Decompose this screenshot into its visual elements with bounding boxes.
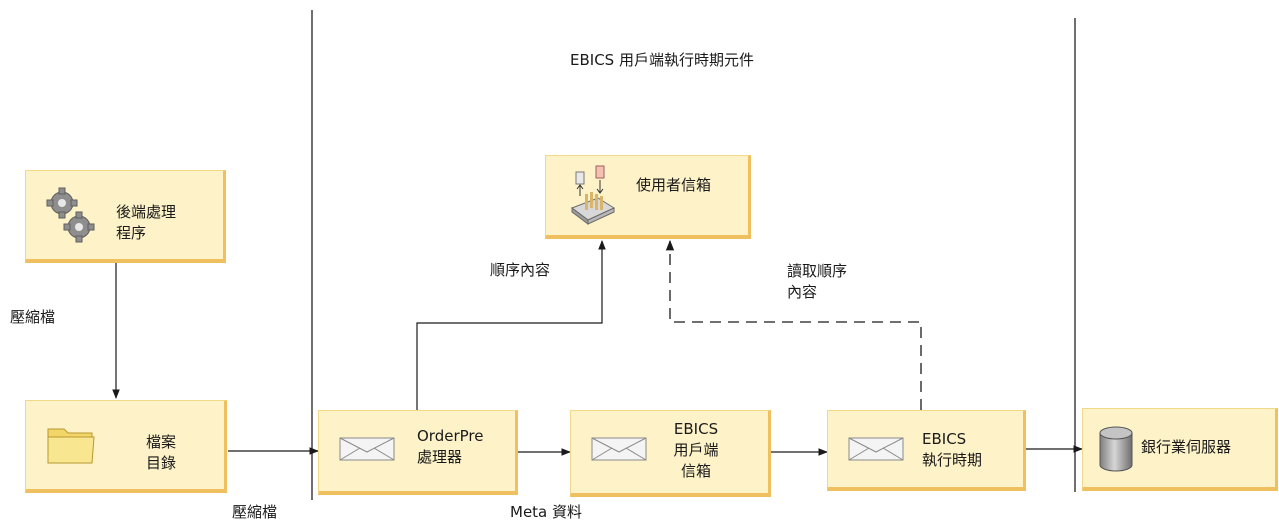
zip-label-vertical: 壓縮檔 bbox=[10, 308, 56, 326]
envelope-icon bbox=[848, 437, 904, 461]
file-directory-label: 檔案 目錄 bbox=[136, 432, 186, 474]
zip-label-bottom: 壓縮檔 bbox=[232, 503, 278, 521]
user-mailbox-label: 使用者信箱 bbox=[636, 176, 712, 194]
bank-server-node: 銀行業伺服器 bbox=[1082, 408, 1278, 491]
bank-server-label: 銀行業伺服器 bbox=[1141, 438, 1232, 456]
envelope-icon bbox=[591, 437, 647, 461]
envelope-icon bbox=[339, 437, 395, 461]
ebics-client-mailbox-line2: 用戶端 bbox=[673, 441, 719, 459]
diagram-title: EBICS 用戶端執行時期元件 bbox=[570, 51, 754, 69]
arrow-orderpre-to-usermailbox bbox=[416, 240, 606, 410]
ebics-client-mailbox-label: EBICS 用戶端 信箱 bbox=[664, 419, 728, 482]
ebics-runtime-label: EBICS 執行時期 bbox=[922, 429, 982, 471]
backend-process-node: 後端處理 程序 bbox=[25, 170, 226, 263]
ebics-client-mailbox-line3: 信箱 bbox=[680, 462, 711, 480]
backend-label-line2: 程序 bbox=[116, 224, 147, 242]
meta-data-label: Meta 資料 bbox=[510, 503, 583, 521]
ebics-runtime-line1: EBICS bbox=[922, 430, 967, 448]
gears-icon bbox=[46, 187, 95, 243]
folder-icon bbox=[47, 428, 95, 464]
order-content-label: 順序內容 bbox=[490, 261, 551, 279]
file-directory-label-line2: 目錄 bbox=[145, 454, 176, 472]
backend-label-line1: 後端處理 bbox=[116, 203, 177, 221]
ebics-runtime-line2: 執行時期 bbox=[922, 451, 983, 469]
orderpre-label: OrderPre 處理器 bbox=[417, 426, 483, 468]
ebics-client-mailbox-node: EBICS 用戶端 信箱 bbox=[570, 410, 771, 497]
read-order-content-label: 讀取順序 內容 bbox=[787, 261, 847, 303]
read-order-content-line2: 內容 bbox=[787, 283, 818, 301]
ebics-runtime-node: EBICS 執行時期 bbox=[827, 410, 1026, 491]
database-cylinder-icon bbox=[1099, 426, 1133, 472]
orderpre-processor-node: OrderPre 處理器 bbox=[318, 410, 518, 495]
backend-label: 後端處理 程序 bbox=[116, 202, 176, 244]
user-mailbox-node: 使用者信箱 bbox=[545, 155, 751, 239]
read-order-content-line1: 讀取順序 bbox=[787, 262, 848, 280]
mailbox-icon bbox=[570, 165, 616, 225]
arrow-runtime-reads-usermailbox bbox=[665, 239, 922, 410]
orderpre-label-line2: 處理器 bbox=[417, 448, 463, 466]
file-directory-node: 檔案 目錄 bbox=[25, 400, 227, 493]
ebics-client-mailbox-line1: EBICS bbox=[673, 420, 719, 438]
file-directory-label-line1: 檔案 bbox=[145, 433, 176, 451]
orderpre-label-line1: OrderPre bbox=[417, 427, 484, 445]
